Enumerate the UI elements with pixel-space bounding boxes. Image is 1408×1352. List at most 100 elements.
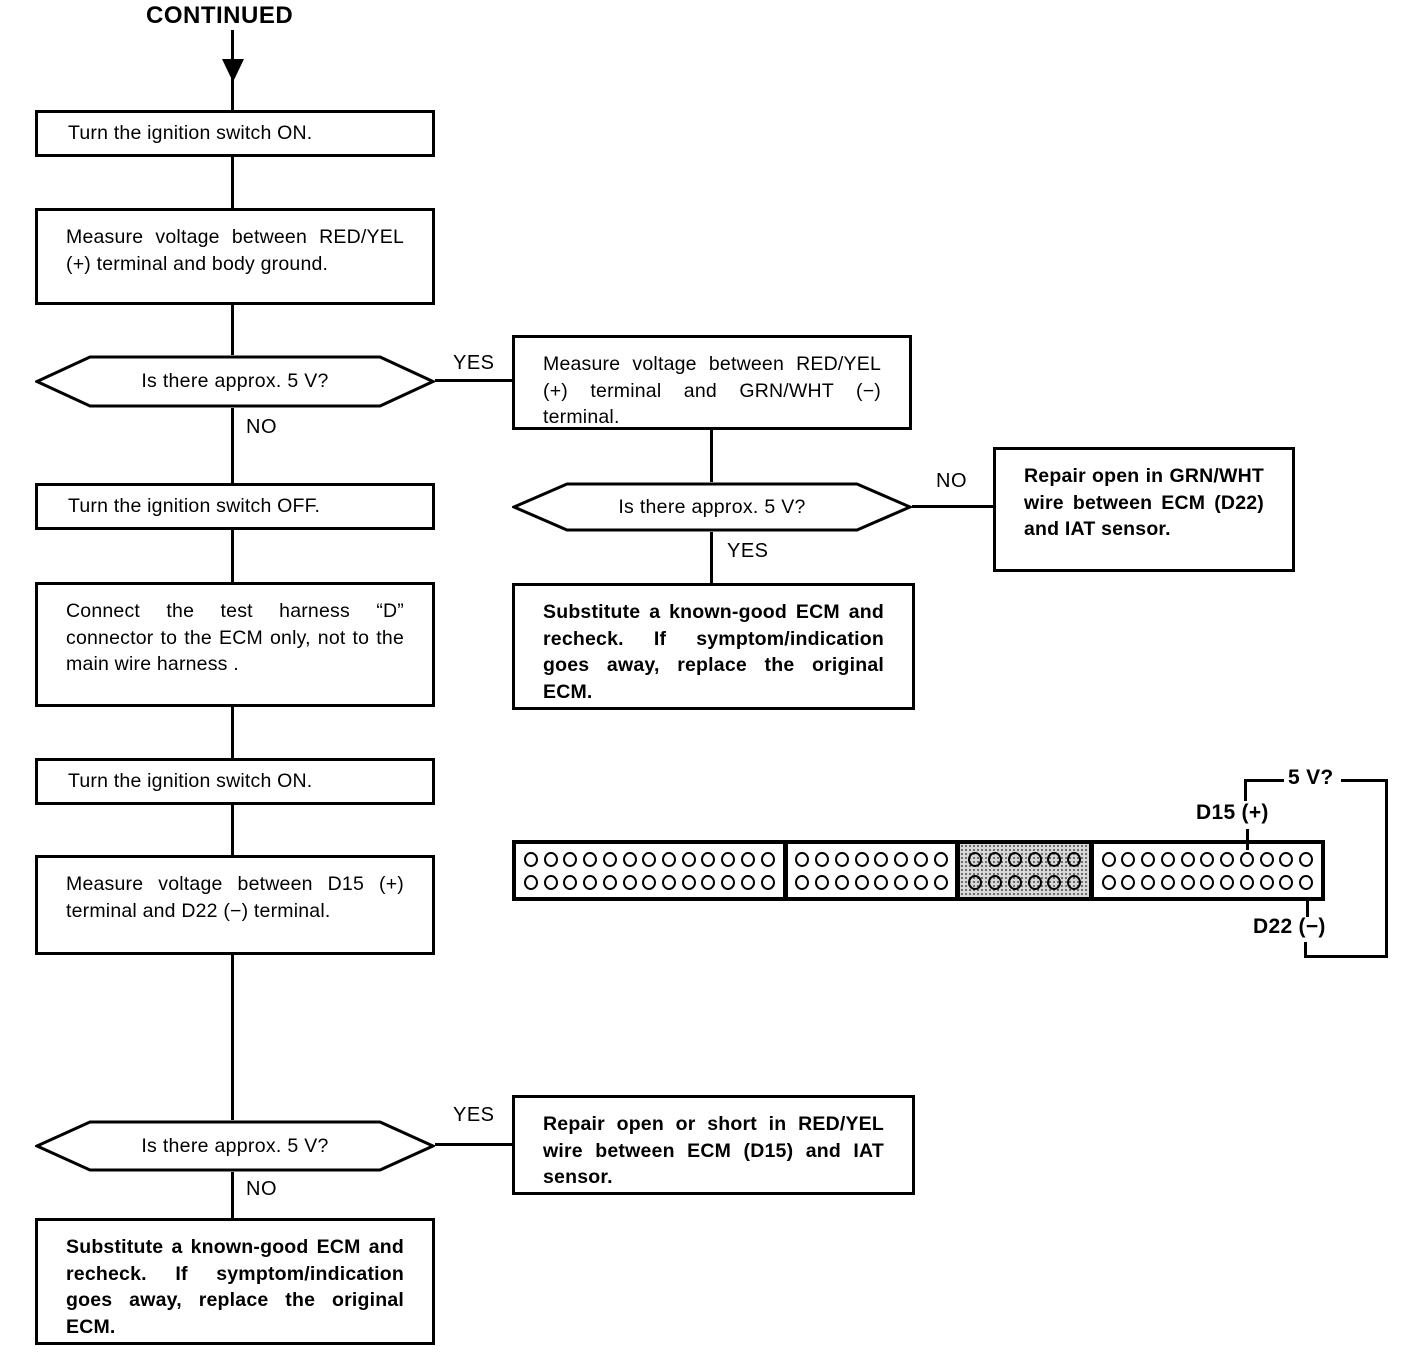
connector-pin — [815, 851, 830, 867]
connector-pin — [988, 851, 1003, 867]
yes-label-right: YES — [727, 540, 769, 562]
connector-pin — [1279, 874, 1294, 890]
step-measure-d15-d22: Measure voltage between D15 (+) terminal… — [35, 855, 435, 955]
probe-bracket-right-h — [1341, 779, 1388, 782]
step-ignition-on-2-text: Turn the ignition switch ON. — [68, 770, 313, 793]
connector-pin — [1299, 874, 1314, 890]
yes-label-2: YES — [453, 1104, 495, 1126]
connector-pin — [795, 874, 810, 890]
step-ignition-on-1: Turn the ignition switch ON. — [35, 110, 435, 157]
connector-pin — [583, 874, 598, 890]
probe-bracket-left-v — [1244, 779, 1247, 801]
pin-row — [1099, 874, 1316, 890]
connector-pin — [701, 874, 716, 890]
ecm-connector — [512, 840, 1325, 901]
edge-yes-2 — [435, 1143, 512, 1146]
connector-pin — [854, 851, 869, 867]
edge-6 — [231, 955, 234, 1120]
connector-section-2 — [782, 844, 956, 897]
probe-bracket-bottom-h — [1304, 955, 1388, 958]
connector-pin — [760, 851, 775, 867]
connector-pin — [1259, 851, 1274, 867]
connector-pin — [1220, 851, 1235, 867]
decision-approx-5v-1: Is there approx. 5 V? — [35, 355, 435, 408]
decision-approx-5v-right-text: Is there approx. 5 V? — [618, 495, 806, 518]
connector-pin — [1047, 874, 1062, 890]
connector-section-1 — [516, 844, 783, 897]
connector-pin — [1160, 874, 1175, 890]
no-label-2: NO — [246, 1178, 277, 1200]
connector-pin — [874, 851, 889, 867]
yes-label-1: YES — [453, 352, 495, 374]
connector-pin — [854, 874, 869, 890]
probe-5v-label: 5 V? — [1288, 766, 1334, 789]
connector-pin — [1007, 851, 1022, 867]
pin-row — [521, 851, 778, 867]
step-ignition-off-text: Turn the ignition switch OFF. — [68, 495, 321, 518]
connector-pin — [1067, 874, 1081, 890]
connector-pin — [1200, 851, 1215, 867]
connector-pin — [622, 874, 637, 890]
connector-pin — [1239, 851, 1254, 867]
connector-pin — [760, 874, 775, 890]
connector-pin — [933, 874, 948, 890]
pin-row — [965, 851, 1083, 867]
step-measure-grnwht: Measure voltage between RED/YEL (+) term… — [512, 335, 912, 430]
step-ignition-on-2: Turn the ignition switch ON. — [35, 758, 435, 805]
edge-1 — [231, 157, 234, 208]
connector-pin — [913, 874, 928, 890]
probe-bracket-right-v — [1385, 779, 1388, 958]
pin-row — [521, 874, 778, 890]
step-ignition-on-1-text: Turn the ignition switch ON. — [68, 122, 313, 145]
connector-pin — [563, 851, 578, 867]
connector-pin — [1299, 851, 1314, 867]
connector-pin — [701, 851, 716, 867]
decision-approx-5v-right: Is there approx. 5 V? — [512, 482, 912, 532]
edge-no-1 — [231, 408, 234, 483]
connector-pin — [1200, 874, 1215, 890]
connector-pin — [795, 851, 810, 867]
connector-pin — [543, 851, 558, 867]
connector-pin — [1141, 851, 1156, 867]
connector-pin — [1180, 851, 1195, 867]
connector-pin — [988, 874, 1003, 890]
edge-4 — [231, 707, 234, 758]
connector-pin — [1067, 851, 1081, 867]
connector-pin — [622, 851, 637, 867]
connector-pin — [968, 851, 983, 867]
pin-row — [1099, 851, 1316, 867]
connector-pin — [1180, 874, 1195, 890]
edge-5 — [231, 805, 234, 855]
action-repair-redyel: Repair open or short in RED/YEL wire bet… — [512, 1095, 915, 1195]
connector-pin — [894, 874, 909, 890]
probe-d22-down-line — [1304, 942, 1307, 957]
hexagon-shape — [35, 355, 435, 408]
connector-pin — [1239, 874, 1254, 890]
connector-pin — [583, 851, 598, 867]
step-ignition-off: Turn the ignition switch OFF. — [35, 483, 435, 530]
continued-label: CONTINUED — [146, 2, 294, 29]
connector-pin — [740, 851, 755, 867]
connector-pin — [834, 874, 849, 890]
connector-pin — [1027, 874, 1042, 890]
no-label-right: NO — [936, 470, 967, 492]
connector-pin — [933, 851, 948, 867]
connector-pin — [834, 851, 849, 867]
connector-pin — [1259, 874, 1274, 890]
connector-pin — [1160, 851, 1175, 867]
connector-pin — [874, 874, 889, 890]
connector-pin — [543, 874, 558, 890]
decision-approx-5v-1-text: Is there approx. 5 V? — [141, 370, 329, 392]
connector-section-3 — [955, 844, 1089, 897]
pin-row — [793, 874, 951, 890]
connector-pin — [1027, 851, 1042, 867]
probe-d15-pin-line — [1246, 829, 1249, 850]
edge-yes-right — [710, 532, 713, 583]
connector-pin — [740, 874, 755, 890]
edge-no-right — [912, 505, 993, 508]
connector-pin — [815, 874, 830, 890]
connector-pin — [642, 851, 657, 867]
hexagon-shape — [512, 482, 912, 532]
edge-yes-1 — [435, 379, 512, 382]
